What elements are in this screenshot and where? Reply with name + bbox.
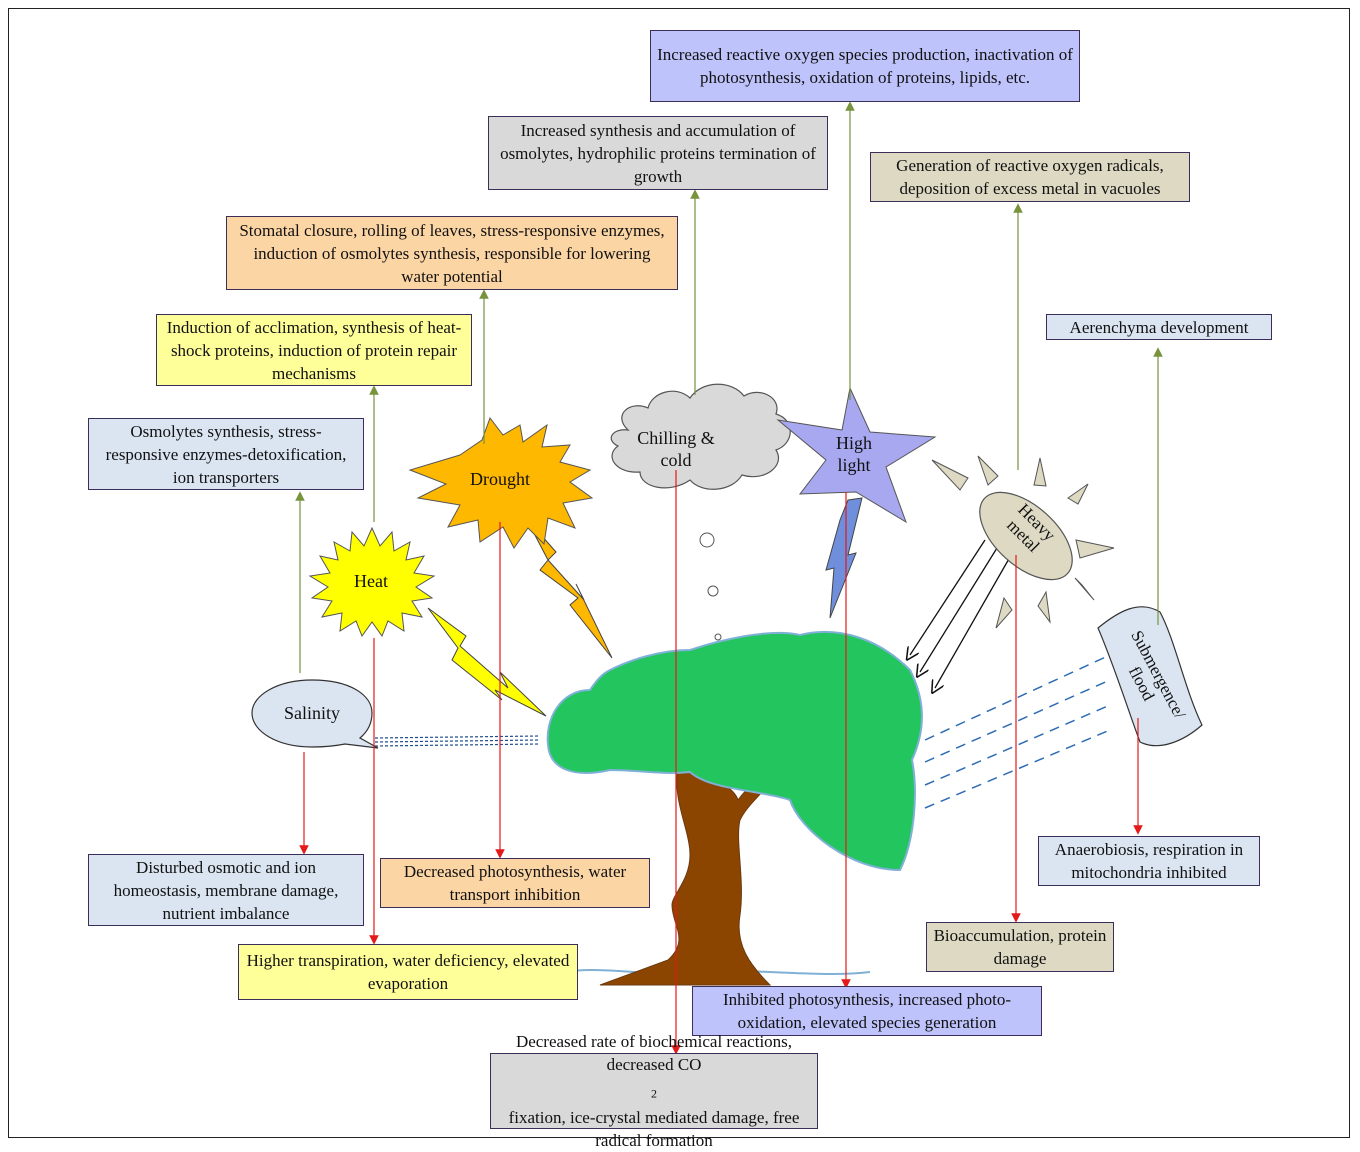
transpiration-effect-box: Higher transpiration, water deficiency, … [238,944,578,1000]
acclimation-box: Induction of acclimation, synthesis of h… [156,314,472,386]
highlight-label-line1: High [836,433,872,453]
heat-label: Heat [354,571,388,591]
osmolytes-accumulation-box: Increased synthesis and accumulation of … [488,116,828,190]
salinity-response-box: Osmolytes synthesis, stress-responsive e… [88,418,364,490]
bioaccumulation-effect-box: Bioaccumulation, protein damage [926,922,1114,972]
photosynthesis-water-effect-box: Decreased photosynthesis, water transpor… [380,858,650,908]
tree-canopy [546,631,923,872]
thought-bubble-medium [707,585,719,597]
salinity-shape [251,679,379,749]
ros-response-box: Increased reactive oxygen species produc… [650,30,1080,102]
highlight-lightning-bolt [825,497,863,619]
heat-shape [308,526,436,638]
chilling-label-line1: Chilling & [637,428,715,448]
photooxidation-effect-box: Inhibited photosynthesis, increased phot… [692,986,1042,1036]
heavy-metal-shape [931,455,1115,629]
chilling-cloud-shape [610,383,791,490]
drought-shape [408,416,594,549]
metal-arrows [910,539,1011,688]
highlight-shape [776,386,937,524]
chilling-label-line2: cold [660,450,692,470]
thought-bubble-large [699,532,715,548]
flood-shape [1097,606,1203,747]
anaerobiosis-effect-box: Anaerobiosis, respiration in mitochondri… [1038,836,1260,886]
salinity-label: Salinity [283,703,340,723]
biochemical-effect-box: Decreased rate of biochemical reactions,… [490,1032,818,1150]
osmotic-effect-box: Disturbed osmotic and ion homeostasis, m… [88,854,364,926]
heat-lightning-bolt [427,607,547,717]
flood-dashed-lines [924,654,1111,809]
chilling-label: Chilling & cold [626,427,726,471]
highlight-label: High light [818,432,890,476]
stomatal-closure-box: Stomatal closure, rolling of leaves, str… [226,216,678,290]
highlight-label-line2: light [837,455,871,475]
thought-bubble-small [714,633,722,641]
drought-label: Drought [470,469,530,489]
metal-ros-box: Generation of reactive oxygen radicals, … [870,152,1190,202]
aerenchyma-box: Aerenchyma development [1046,314,1272,340]
salinity-wave-lines [374,735,541,747]
drought-lightning-bolt [525,517,613,659]
diagram-canvas [251,101,1203,1055]
